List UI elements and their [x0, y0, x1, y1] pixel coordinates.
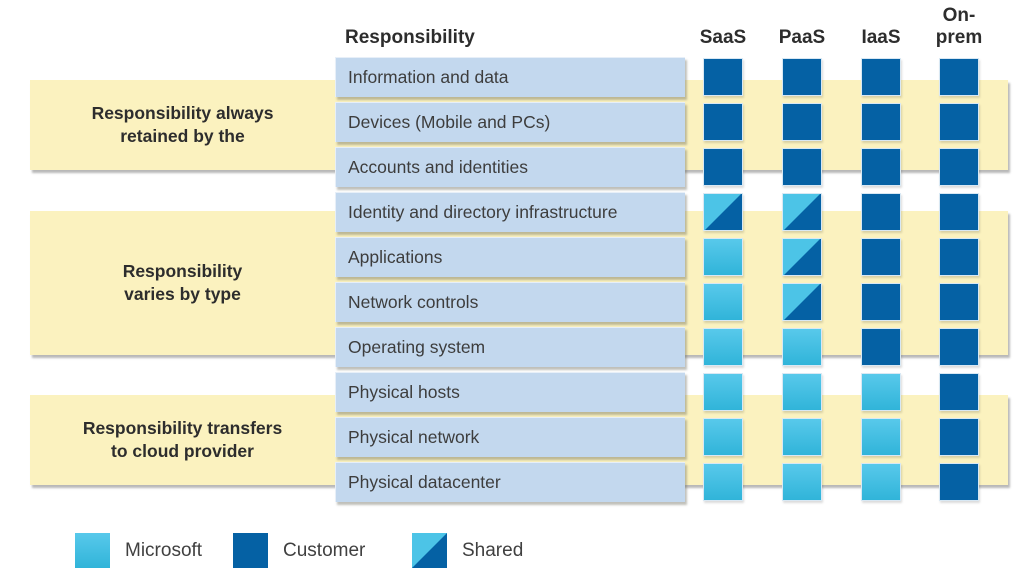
legend-label: Shared — [462, 539, 524, 561]
band-label-line: retained by the — [120, 126, 245, 146]
row-label: Physical network — [335, 417, 685, 457]
cell-customer — [939, 418, 979, 456]
legend-item-microsoft: Microsoft — [75, 533, 202, 568]
cell-customer — [939, 103, 979, 141]
row-label: Devices (Mobile and PCs) — [335, 102, 685, 142]
cell-shared — [782, 238, 822, 276]
cell-customer — [782, 148, 822, 186]
column-header-text: On-prem — [936, 5, 982, 48]
cell-customer — [861, 328, 901, 366]
cell-microsoft — [861, 373, 901, 411]
responsibility-column-header: Responsibility — [345, 26, 475, 48]
legend-item-customer: Customer — [233, 533, 365, 568]
column-header-iaas: IaaS — [841, 4, 921, 48]
cell-customer — [782, 58, 822, 96]
column-header-line: IaaS — [861, 26, 901, 48]
row-label: Applications — [335, 237, 685, 277]
cell-customer — [939, 148, 979, 186]
band-label-line: Responsibility always — [91, 103, 274, 124]
band-label-line: to cloud provider — [111, 441, 254, 461]
row-label: Accounts and identities — [335, 147, 685, 187]
legend-label: Microsoft — [125, 539, 203, 561]
cell-customer — [939, 238, 979, 276]
cell-customer — [782, 103, 822, 141]
cell-customer — [861, 103, 901, 141]
column-header-text: PaaS — [779, 27, 825, 48]
column-header-paas: PaaS — [762, 4, 842, 48]
cell-customer — [861, 283, 901, 321]
cell-customer — [939, 193, 979, 231]
cell-customer — [939, 283, 979, 321]
band-label-line: Responsibility — [122, 261, 243, 282]
cell-shared — [703, 193, 743, 231]
legend-swatch-customer-icon — [233, 533, 268, 568]
legend-label: Customer — [283, 539, 366, 561]
cell-microsoft — [861, 463, 901, 501]
cell-customer — [939, 373, 979, 411]
cell-customer — [939, 58, 979, 96]
legend-swatch-shared-icon — [412, 533, 447, 568]
cell-microsoft — [782, 418, 822, 456]
cell-microsoft — [703, 328, 743, 366]
legend-swatch-microsoft-icon — [75, 533, 110, 568]
column-header-text: IaaS — [861, 27, 900, 48]
cell-customer — [861, 238, 901, 276]
cell-microsoft — [703, 373, 743, 411]
cell-microsoft — [703, 418, 743, 456]
cell-microsoft — [782, 463, 822, 501]
row-label: Identity and directory infrastructure — [335, 192, 685, 232]
cell-customer — [939, 328, 979, 366]
cell-customer — [703, 103, 743, 141]
cell-customer — [861, 148, 901, 186]
band-label-line: varies by type — [124, 284, 241, 304]
band-label-line: Responsibility transfers — [82, 418, 283, 439]
cell-shared — [782, 283, 822, 321]
cell-customer — [861, 58, 901, 96]
cell-shared — [782, 193, 822, 231]
cell-microsoft — [703, 463, 743, 501]
cell-microsoft — [782, 373, 822, 411]
column-header-line: On- — [942, 5, 976, 27]
column-header-line: prem — [935, 26, 983, 48]
column-header-line: PaaS — [778, 26, 826, 48]
cell-microsoft — [703, 238, 743, 276]
column-header-saas: SaaS — [683, 4, 763, 48]
row-label: Information and data — [335, 57, 685, 97]
row-label: Operating system — [335, 327, 685, 367]
row-label: Network controls — [335, 282, 685, 322]
row-label: Physical hosts — [335, 372, 685, 412]
cell-microsoft — [782, 328, 822, 366]
cell-customer — [861, 193, 901, 231]
cell-microsoft — [861, 418, 901, 456]
column-header-on-prem: On-prem — [919, 4, 999, 48]
legend-item-shared: Shared — [412, 533, 523, 568]
column-header-text: SaaS — [700, 27, 746, 48]
row-label: Physical datacenter — [335, 462, 685, 502]
column-header-line: SaaS — [699, 26, 747, 48]
cell-customer — [939, 463, 979, 501]
cell-customer — [703, 148, 743, 186]
cell-microsoft — [703, 283, 743, 321]
cell-customer — [703, 58, 743, 96]
